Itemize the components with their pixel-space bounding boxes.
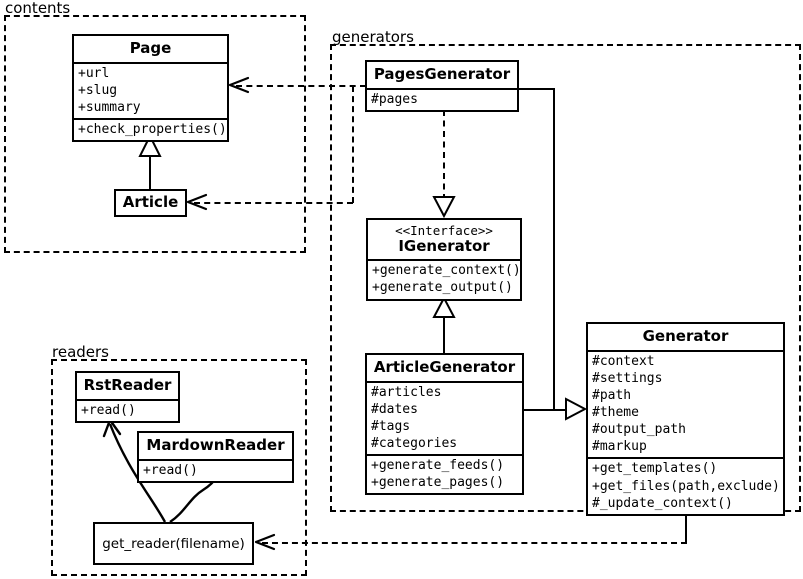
class-box-pagesgenerator[interactable]: PagesGenerator #pages — [365, 60, 519, 112]
link-generator-getreader-dashed — [262, 542, 687, 544]
attribute-row: #output_path — [592, 422, 686, 438]
class-box-page[interactable]: Page +url +slug +summary +check_properti… — [72, 34, 229, 143]
package-frame-readers — [51, 359, 307, 576]
method-row: +read() — [143, 462, 198, 478]
function-box-get-reader[interactable]: get_reader(filename) — [93, 522, 254, 565]
attribute-row: #tags — [371, 418, 411, 434]
link-articlegen-igenerator-v — [443, 315, 445, 355]
attribute-row: #context — [592, 353, 655, 369]
link-pagesgen-generator-h1 — [518, 88, 555, 90]
class-name-igenerator: IGenerator — [398, 236, 490, 255]
class-attributes-page: +url +slug +summary — [74, 61, 227, 118]
attribute-row: +url — [78, 65, 110, 81]
class-box-igenerator[interactable]: <<Interface>> IGenerator +generate_conte… — [366, 218, 522, 301]
package-label-readers: readers — [52, 343, 109, 361]
attribute-row: #path — [592, 387, 632, 403]
attribute-row: #theme — [592, 404, 639, 420]
link-pagesgen-generator-v — [553, 88, 555, 411]
package-label-contents: contents — [5, 0, 71, 17]
class-name-page: Page — [129, 39, 172, 57]
link-articlegen-article-dashed-v — [352, 86, 354, 203]
package-frame-contents — [4, 15, 306, 253]
class-attributes-articlegenerator: #articles #dates #tags #categories — [367, 380, 522, 455]
class-methods-rstreader: +read() — [77, 398, 178, 421]
class-methods-igenerator: +generate_context() +generate_output() — [368, 259, 521, 298]
class-name-pagesgenerator: PagesGenerator — [373, 65, 511, 83]
link-pagesgen-page-dashed — [236, 85, 366, 87]
class-box-article[interactable]: Article — [114, 189, 187, 217]
link-article-page-v — [149, 152, 151, 190]
method-row: +get_templates() — [592, 461, 718, 477]
attribute-row: #markup — [592, 439, 647, 455]
class-methods-generator: +get_templates() +get_files(path,exclude… — [588, 457, 783, 513]
class-name-articlegenerator: ArticleGenerator — [373, 358, 516, 376]
method-row: +get_files(path,exclude) — [592, 478, 780, 494]
class-box-mardownreader[interactable]: MardownReader +read() — [137, 431, 294, 483]
class-name-generator: Generator — [642, 327, 729, 345]
class-name-rstreader: RstReader — [83, 376, 172, 394]
class-name-article: Article — [122, 193, 179, 211]
method-row: +generate_context() — [372, 263, 521, 279]
class-methods-page: +check_properties() — [74, 117, 227, 140]
class-box-generator[interactable]: Generator #context #settings #path #them… — [586, 322, 785, 516]
attribute-row: +slug — [78, 82, 118, 98]
attribute-row: #settings — [592, 370, 663, 386]
class-attributes-pagesgenerator: #pages — [367, 87, 517, 110]
method-row: +generate_feeds() — [371, 458, 505, 474]
class-methods-mardownreader: +read() — [139, 458, 292, 481]
link-articlegen-article-dashed-h — [194, 202, 353, 204]
function-label-get-reader: get_reader(filename) — [102, 535, 245, 552]
attribute-row: #pages — [371, 91, 418, 107]
class-box-articlegenerator[interactable]: ArticleGenerator #articles #dates #tags … — [365, 353, 524, 496]
method-row: #_update_context() — [592, 495, 733, 511]
link-articlegen-generator-h — [524, 409, 577, 411]
package-frame-generators — [330, 44, 801, 512]
class-stereotype-igenerator: <<Interface>> — [395, 223, 493, 238]
class-methods-articlegenerator: +generate_feeds() +generate_pages() — [367, 454, 522, 493]
attribute-row: #articles — [371, 384, 442, 400]
class-name-mardownreader: MardownReader — [146, 436, 285, 454]
attribute-row: #dates — [371, 401, 418, 417]
method-row: +generate_pages() — [371, 475, 505, 491]
class-attributes-generator: #context #settings #path #theme #output_… — [588, 349, 783, 458]
class-box-rstreader[interactable]: RstReader +read() — [75, 371, 180, 423]
method-row: +read() — [81, 402, 136, 418]
method-row: +check_properties() — [78, 121, 227, 137]
package-label-generators: generators — [332, 28, 414, 46]
attribute-row: +summary — [78, 99, 141, 115]
attribute-row: #categories — [371, 435, 458, 451]
link-generator-getreader-stub — [685, 503, 687, 543]
method-row: +generate_output() — [372, 280, 513, 296]
link-pagesgen-igenerator-dashed — [443, 110, 445, 200]
